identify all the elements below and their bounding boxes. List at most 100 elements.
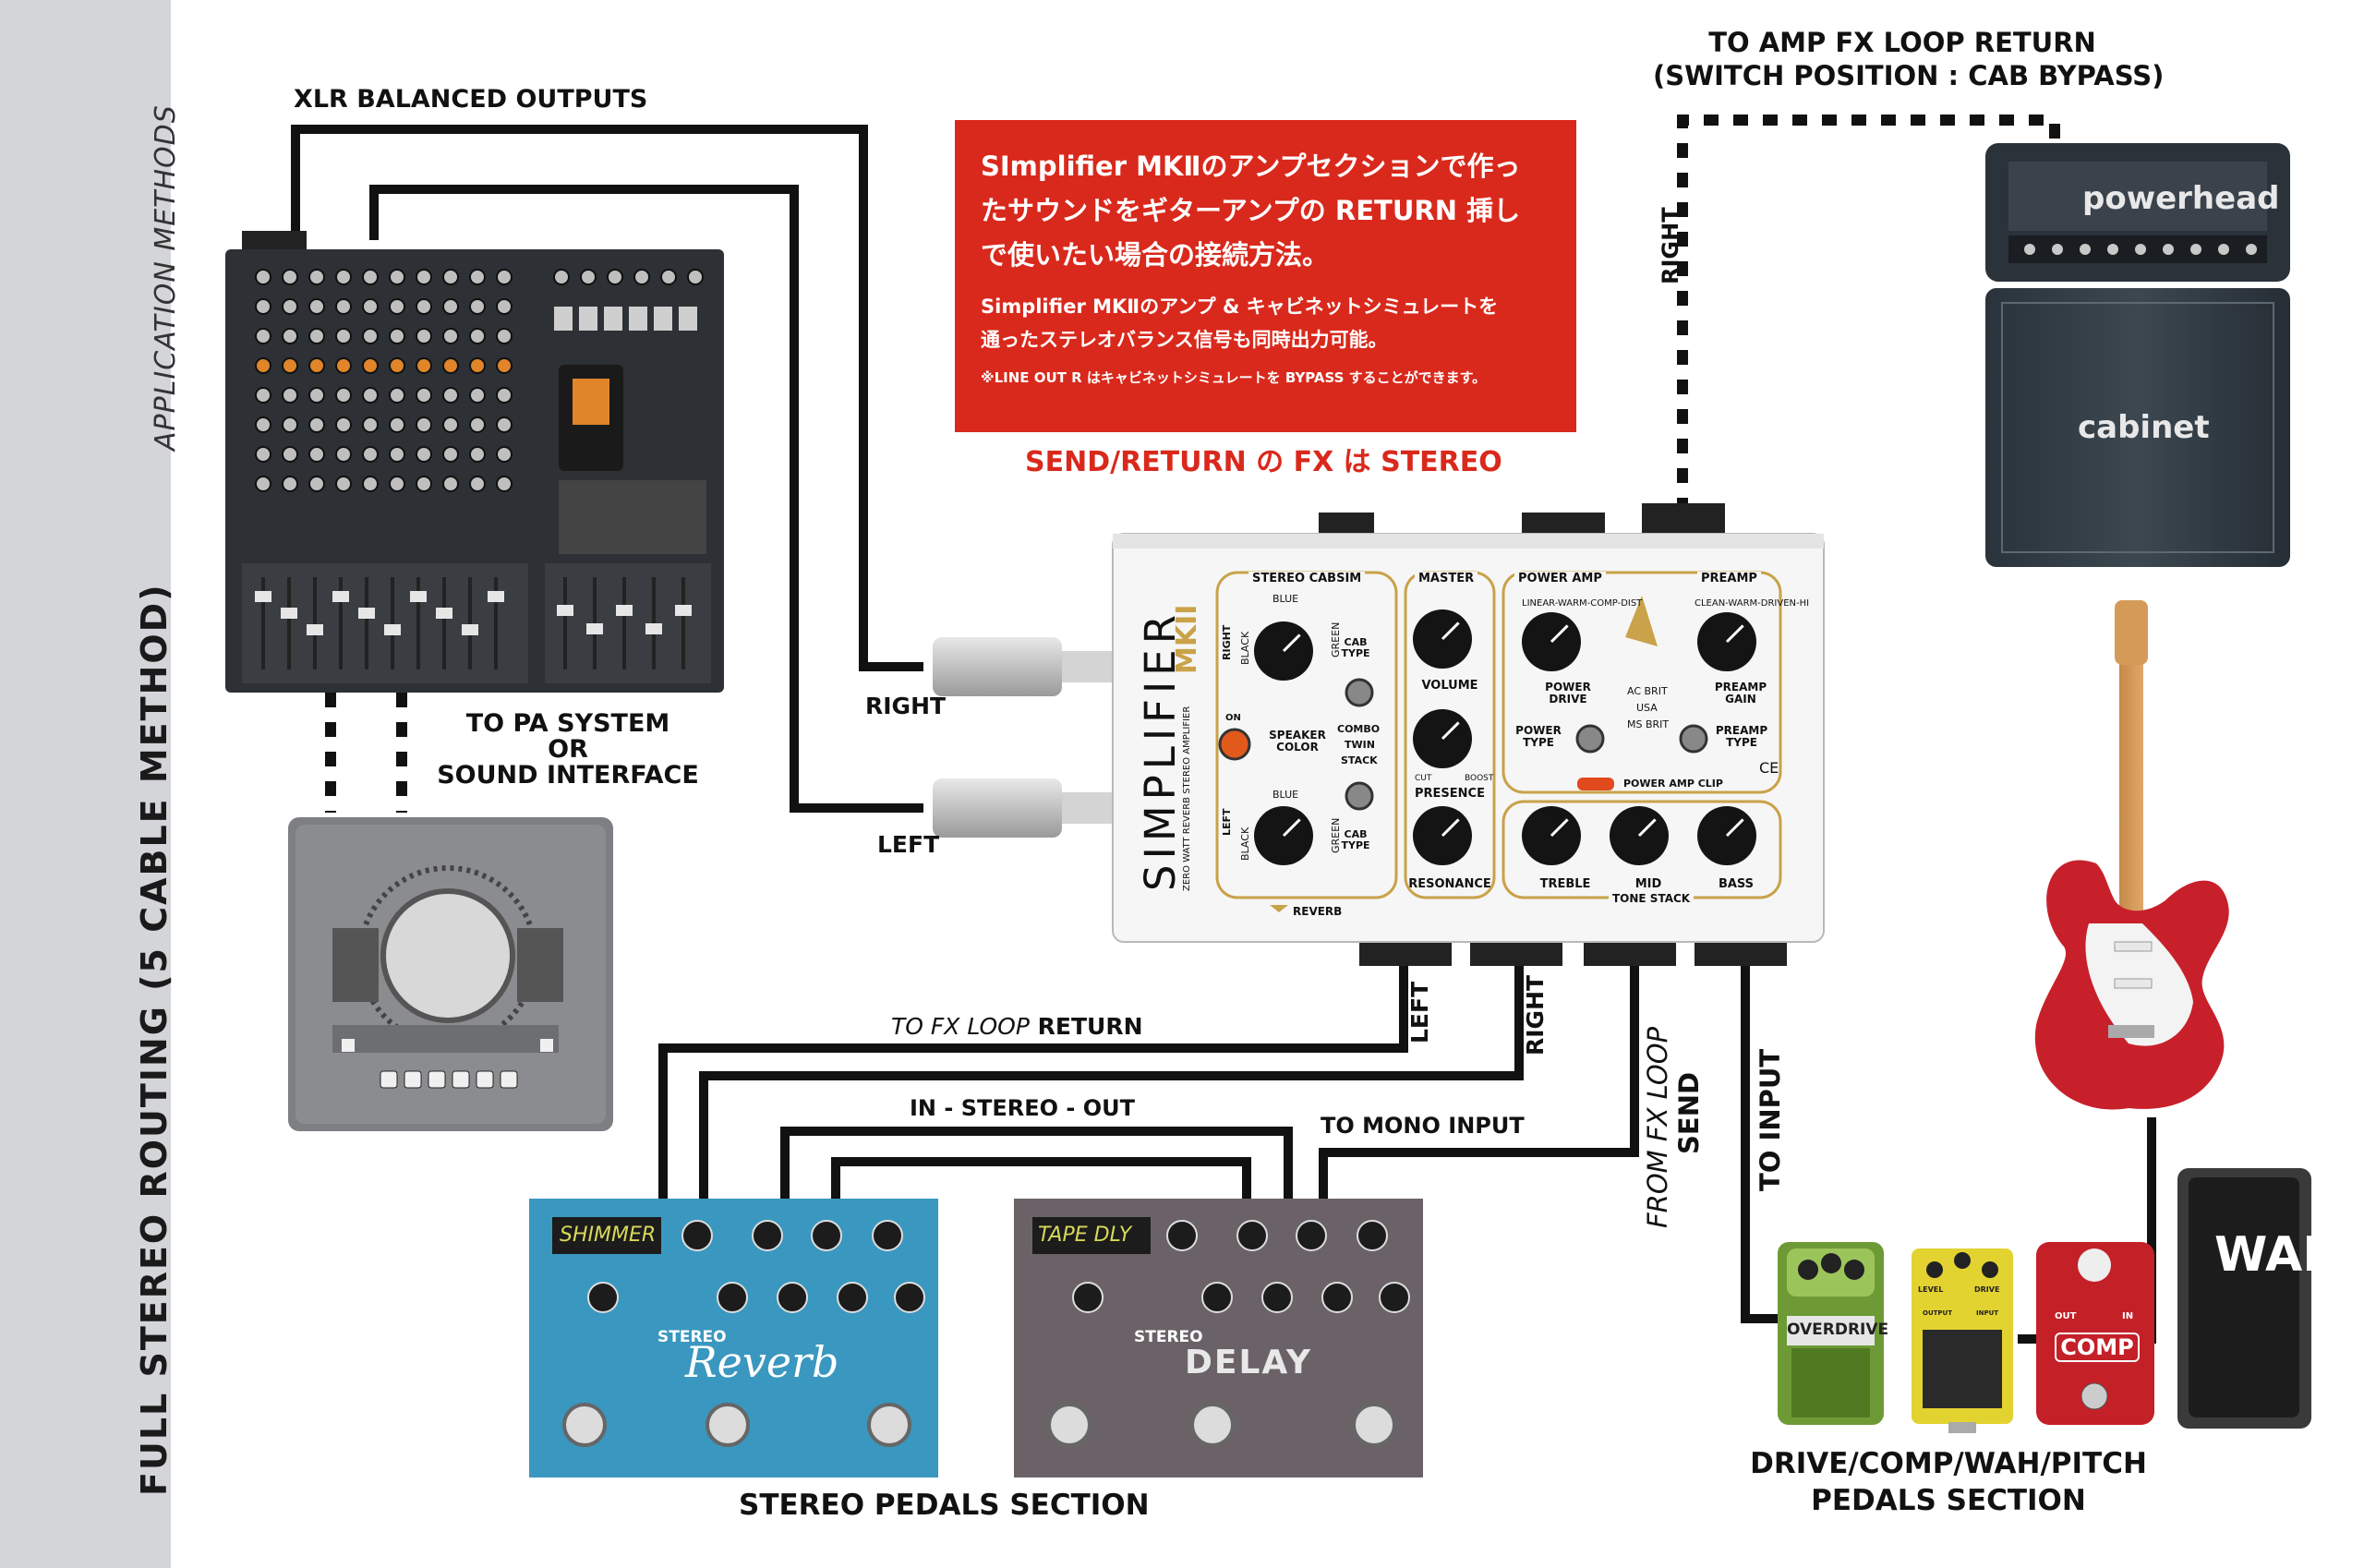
in-stereo-out-label: IN - STEREO - OUT	[910, 1095, 1135, 1121]
blue-label-top: BLUE	[1272, 593, 1299, 605]
mixer-knob	[607, 269, 623, 285]
mixer-knob	[389, 387, 405, 404]
mid-label: MID	[1634, 877, 1662, 891]
warm-label-2: WARM	[1728, 598, 1758, 609]
cabsim-left-label: LEFT	[1221, 808, 1233, 836]
mixer-knob	[416, 357, 432, 374]
master-title: MASTER	[1415, 572, 1478, 585]
fx-right-label: RIGHT	[1522, 974, 1549, 1055]
mixer-knob	[282, 328, 298, 344]
mixing-console	[225, 231, 724, 693]
mixer-knob	[553, 269, 570, 285]
power-amp-clip-label: POWER AMP CLIP	[1623, 778, 1723, 790]
fader-cap	[255, 591, 271, 602]
mixer-knob	[469, 387, 486, 404]
green-label-bottom: GREEN	[1330, 817, 1342, 853]
pedal-knob	[1296, 1220, 1327, 1251]
sidebar-strip	[0, 0, 171, 1568]
interface-button	[428, 1070, 446, 1089]
fx-left-label: LEFT	[1406, 981, 1433, 1043]
mixer-knob	[282, 298, 298, 315]
cable-xlr-right	[291, 125, 923, 671]
pa-line-3: SOUND INTERFACE	[437, 761, 699, 790]
notice-line-1: SImplifier MKⅡのアンプセクションで作っ	[981, 151, 1521, 182]
cabsim-right-label: RIGHT	[1221, 624, 1233, 660]
cab-type-label-top: CAB TYPE	[1341, 636, 1370, 659]
fx-return-label: TO FX LOOP RETURN	[891, 1013, 1143, 1040]
mixer-knob	[469, 298, 486, 315]
fader-cap	[332, 591, 349, 602]
mixer-knob	[469, 357, 486, 374]
mixer-knob	[255, 269, 271, 285]
ac-brit-label: AC BRIT	[1627, 685, 1668, 697]
mixer-knob	[362, 446, 379, 463]
preamp-gain-scale: CLEAN-WARM-DRIVEN-HI	[1695, 598, 1810, 609]
bass-label: BASS	[1718, 877, 1755, 891]
mixer-knob	[416, 328, 432, 344]
combo-label: COMBO	[1337, 723, 1381, 735]
notice-line-4: Simplifier MKⅡのアンプ & キャビネットシミュレートを	[981, 296, 1499, 318]
tone-stack-title: TONE STACK	[1609, 892, 1695, 905]
knob-pointer	[1441, 621, 1460, 641]
speaker-color-label: SPEAKER COLOR	[1269, 729, 1326, 754]
black-label-bottom: BLACK	[1239, 826, 1251, 861]
reverb-small-label: STEREO	[657, 1328, 727, 1346]
stack-label: STACK	[1341, 754, 1378, 766]
cable-fx-return-right	[699, 942, 1524, 1200]
cab-type-label-bottom: CAB TYPE	[1341, 828, 1370, 851]
amp-right-label: RIGHT	[1658, 207, 1683, 284]
knob-pointer	[1725, 818, 1744, 838]
interface-button	[476, 1070, 494, 1089]
mixer-knob	[335, 387, 352, 404]
pedal-knob	[1236, 1220, 1268, 1251]
simplifier-model: MKII	[1171, 604, 1203, 674]
mixer-knob	[362, 387, 379, 404]
amp-knob	[2080, 244, 2091, 255]
pedal-knob	[837, 1282, 868, 1313]
footswitch	[1047, 1403, 1092, 1447]
mixer-knob	[416, 298, 432, 315]
mixer-fader-bank	[255, 577, 692, 669]
preamp-type-label: PREAMP TYPE	[1715, 724, 1768, 749]
pedal-knob	[1201, 1282, 1233, 1313]
mixer-knob	[660, 269, 677, 285]
mixer-knob	[335, 269, 352, 285]
mixer-knob	[442, 387, 459, 404]
mixer-knob	[496, 298, 513, 315]
simplifier-tagline: ZERO WATT REVERB STEREO AMPLIFIER	[1182, 706, 1192, 891]
mixer-knob	[362, 416, 379, 433]
amp-fx-return-line-1: TO AMP FX LOOP RETURN	[1708, 27, 2096, 58]
comp-label: COMP	[1590, 598, 1618, 609]
resonance-label: RESONANCE	[1408, 877, 1491, 891]
amp-knob	[2135, 244, 2146, 255]
from-fx-loop-label: FROM FX LOOP	[1642, 1026, 1673, 1228]
cut-label: CUT	[1415, 774, 1432, 783]
on-label: ON	[1225, 713, 1241, 723]
pedal-knob	[1166, 1220, 1198, 1251]
mixer-knob	[442, 416, 459, 433]
mixer-knob	[308, 387, 325, 404]
pa-line-2: OR	[548, 735, 588, 764]
pedal-knob	[894, 1282, 925, 1313]
mixer-knob	[469, 269, 486, 285]
mixer-knob	[282, 269, 298, 285]
amp-knob	[2163, 244, 2174, 255]
mixer-knob	[416, 416, 432, 433]
mixer-knob	[416, 476, 432, 492]
power-drive-scale: LINEAR-WARM-COMP-DIST	[1522, 598, 1643, 609]
interface-button	[540, 1039, 553, 1052]
electric-guitar	[2034, 600, 2229, 1110]
footswitch	[706, 1403, 750, 1447]
mixer-knob	[496, 387, 513, 404]
pedal-knob	[681, 1220, 713, 1251]
simplifier-knobs	[1254, 609, 1756, 865]
to-mono-input-label: TO MONO INPUT	[1321, 1113, 1525, 1139]
cable-fx-send	[1319, 942, 1639, 1200]
pedal-knob	[1321, 1282, 1353, 1313]
knob-pointer	[1441, 818, 1460, 838]
twin-label: TWIN	[1345, 739, 1375, 751]
fader-cap	[384, 624, 401, 635]
notice-line-6: ※LINE OUT R はキャビネットシミュレートを BYPASS することがで…	[981, 369, 1487, 386]
interface-button	[452, 1070, 470, 1089]
mixer-knob	[308, 328, 325, 344]
